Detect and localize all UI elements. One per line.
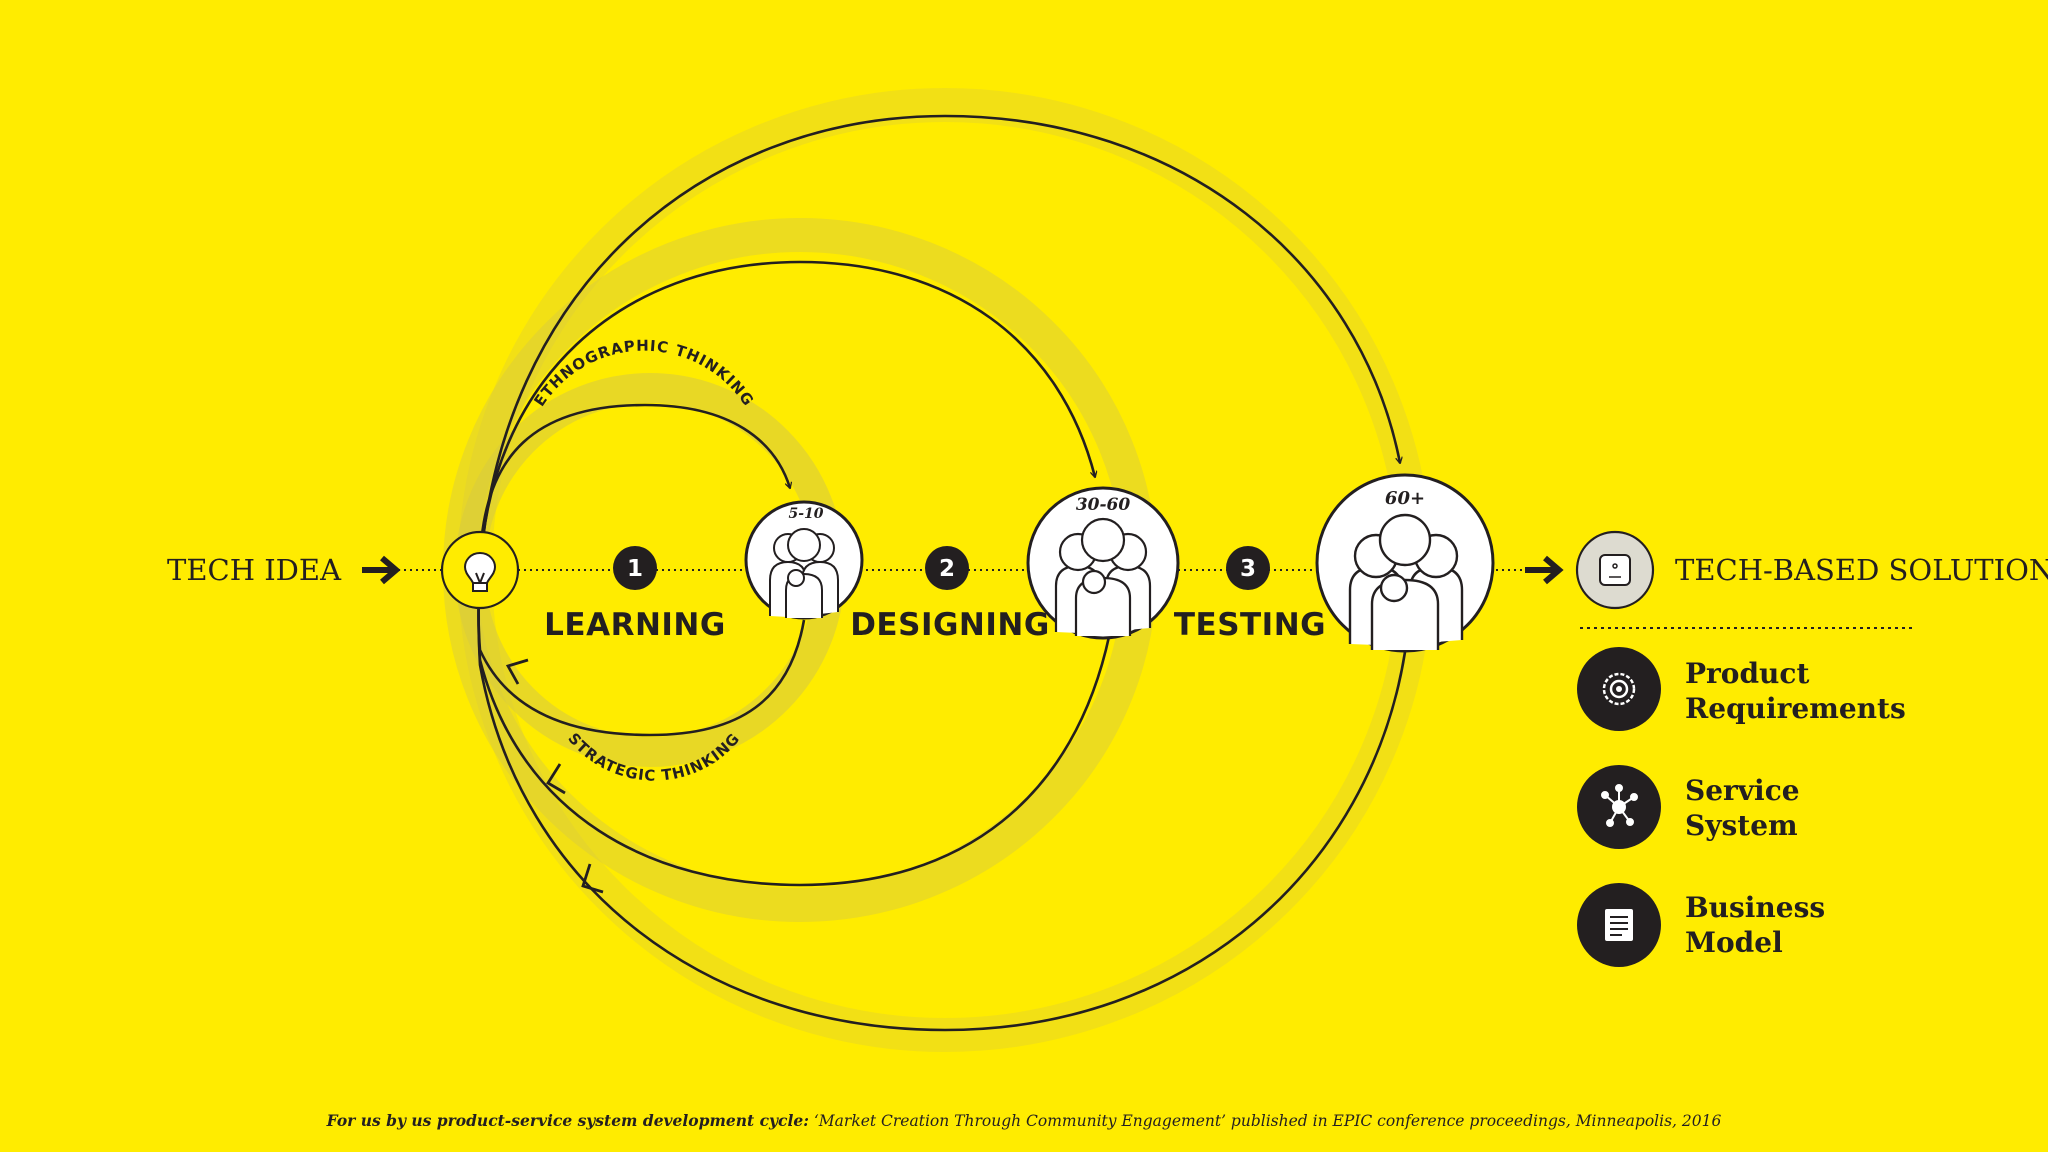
- outcome-1-line1: Product: [1685, 657, 1809, 690]
- step-2-number: 2: [939, 556, 955, 582]
- outcome-product-requirements: Product Requirements: [1577, 647, 1906, 731]
- group-size-small: 5-10: [788, 506, 823, 522]
- tech-idea-label: TECH IDEA: [167, 553, 342, 587]
- tech-solution-node: [1575, 530, 1655, 610]
- tech-idea-node: [440, 530, 520, 610]
- step-2-badge: 2: [925, 546, 969, 590]
- outcome-1-line2: Requirements: [1685, 692, 1906, 725]
- outcome-service-system: Service System: [1577, 765, 1800, 849]
- outcome-3-line1: Business: [1685, 891, 1825, 924]
- community-group-large: 60+: [1315, 473, 1495, 653]
- group-size-medium: 30-60: [1076, 495, 1131, 515]
- document-icon: [1605, 909, 1633, 941]
- step-3-badge: 3: [1226, 546, 1270, 590]
- people-icon: [1348, 513, 1464, 650]
- community-group-medium: 30-60: [1026, 486, 1180, 640]
- output-arrow: [1525, 555, 1564, 585]
- lightbulb-icon: [463, 551, 497, 592]
- tech-solution-label: TECH-BASED SOLUTION: [1675, 553, 2048, 587]
- caption-title: For us by us product-service system deve…: [326, 1111, 809, 1130]
- phase-label-testing: TESTING: [1174, 607, 1326, 643]
- return-arrowheads: [505, 658, 604, 894]
- outcome-business-model: Business Model: [1577, 883, 1825, 967]
- group-size-large: 60+: [1385, 488, 1425, 509]
- outcome-3-line2: Model: [1685, 926, 1783, 959]
- target-icon: [1602, 672, 1636, 706]
- orbit-loops: [477, 114, 1407, 1032]
- figure-caption: For us by us product-service system deve…: [0, 1111, 2048, 1130]
- step-1-badge: 1: [613, 546, 657, 590]
- testing-loop-forward: [478, 114, 1400, 571]
- people-icon: [1054, 517, 1152, 636]
- outcome-2-line1: Service: [1685, 774, 1800, 807]
- phase-label-designing: DESIGNING: [850, 607, 1050, 643]
- step-3-number: 3: [1240, 556, 1256, 582]
- people-icon: [769, 528, 839, 618]
- device-icon: [1599, 554, 1631, 586]
- designing-loop-forward: [478, 260, 1095, 571]
- community-group-small: 5-10: [744, 500, 864, 620]
- phase-label-learning: LEARNING: [544, 607, 726, 643]
- step-badges: 1 2 3: [613, 546, 1270, 590]
- network-icon: [1601, 784, 1638, 827]
- testing-loop-return: [477, 569, 1407, 1032]
- step-1-number: 1: [627, 556, 643, 582]
- caption-source: ‘Market Creation Through Community Engag…: [808, 1112, 1722, 1130]
- outcome-2-line2: System: [1685, 809, 1798, 842]
- input-arrow: [362, 555, 401, 585]
